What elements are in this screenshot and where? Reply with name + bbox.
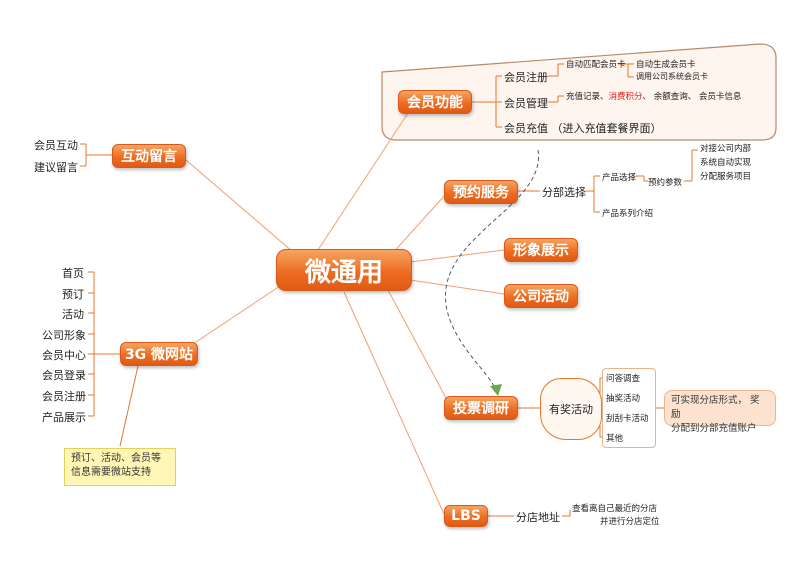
lbs-branches [488,510,571,517]
image-display-label: 形象展示 [513,243,569,259]
survey-note: 可实现分店形式， 奖励 分配到分部充值账户 [664,390,776,434]
reservation-node[interactable]: 预约服务 [444,180,518,204]
interaction-branches [80,143,112,167]
interaction-item-member: 会员互动 [34,139,78,152]
website-note-line1: 预订、活动、会员等 [71,453,161,464]
website-item-company-image: 公司形象 [42,329,86,342]
member-register: 会员注册 [504,71,548,84]
micro-website-label: 3G 微网站 [124,347,194,363]
company-activity-node[interactable]: 公司活动 [504,284,578,308]
website-item-activity: 活动 [62,308,84,321]
website-item-member-register: 会员注册 [42,390,86,403]
auto-generate-card: 自动生成会员卡 [636,60,696,70]
website-item-home: 首页 [62,267,84,280]
survey-node[interactable]: 投票调研 [444,396,518,420]
params-note-3: 分配服务项目 [700,172,752,182]
website-branches [88,271,139,447]
website-item-member-center: 会员中心 [42,349,86,362]
survey-items-panel [602,368,656,448]
website-item-booking: 预订 [62,288,84,301]
center-node[interactable]: 微通用 [276,249,412,291]
reservation-params: 预约参数 [648,178,683,188]
prize-activity-oval: 有奖活动 [540,378,602,440]
micro-website-node[interactable]: 3G 微网站 [120,342,198,366]
lbs-node[interactable]: LBS [444,505,488,527]
member-manage: 会员管理 [504,97,548,110]
manage-items: 充值记录、消费积分、 余额查询、 会员卡信息 [566,90,741,102]
consume-points: 消费积分 [608,92,643,102]
member-function-node[interactable]: 会员功能 [398,90,472,114]
member-branches [472,63,634,128]
lbs-label: LBS [451,508,481,524]
interaction-item-suggest: 建议留言 [34,161,78,174]
website-item-product-display: 产品展示 [42,411,86,424]
website-item-member-login: 会员登录 [42,369,86,382]
survey-item-qa: 问答调查 [606,374,641,384]
recharge-record: 充值记录、 [566,92,609,102]
lbs-note-line2: 并进行分店定位 [600,517,660,527]
call-company-card: 调用公司系统会员卡 [636,72,708,81]
store-address: 分店地址 [516,511,560,524]
website-note-line2: 信息需要微站支持 [71,467,151,478]
reservation-branches [518,149,698,213]
spokes [185,109,505,515]
member-function-label: 会员功能 [407,95,463,111]
survey-item-lottery: 抽奖活动 [606,394,641,404]
params-note-2: 系统自动实现 [700,158,752,168]
arrow-head-icon [490,384,502,396]
survey-note-line1: 可实现分店形式， 奖励 [671,395,760,420]
dashed-arrow [444,149,539,391]
center-label: 微通用 [304,257,383,288]
survey-item-scratch: 刮刮卡活动 [606,414,649,424]
interaction-node[interactable]: 互动留言 [112,144,186,168]
survey-label: 投票调研 [453,401,509,417]
balance-and-card-info: 、 余额查询、 会员卡信息 [642,92,742,102]
member-recharge: 会员充值 （进入充值套餐界面） [504,122,662,135]
lbs-note-line1: 查看离自己最近的分店 [572,504,658,514]
params-note-1: 对接公司内部 [700,144,752,154]
image-display-node[interactable]: 形象展示 [504,238,578,262]
interaction-label: 互动留言 [121,149,177,165]
survey-item-other: 其他 [606,434,624,444]
reservation-label: 预约服务 [453,185,509,201]
product-select: 产品选择 [602,173,637,183]
branch-select: 分部选择 [542,186,586,199]
auto-match-card: 自动匹配会员卡 [566,60,626,70]
survey-note-line2: 分配到分部充值账户 [671,423,757,434]
website-note: 预订、活动、会员等 信息需要微站支持 [64,448,176,486]
member-panel-outline [381,43,777,141]
product-series: 产品系列介绍 [602,209,654,219]
prize-activity-label: 有奖活动 [549,403,593,416]
company-activity-label: 公司活动 [513,289,569,305]
